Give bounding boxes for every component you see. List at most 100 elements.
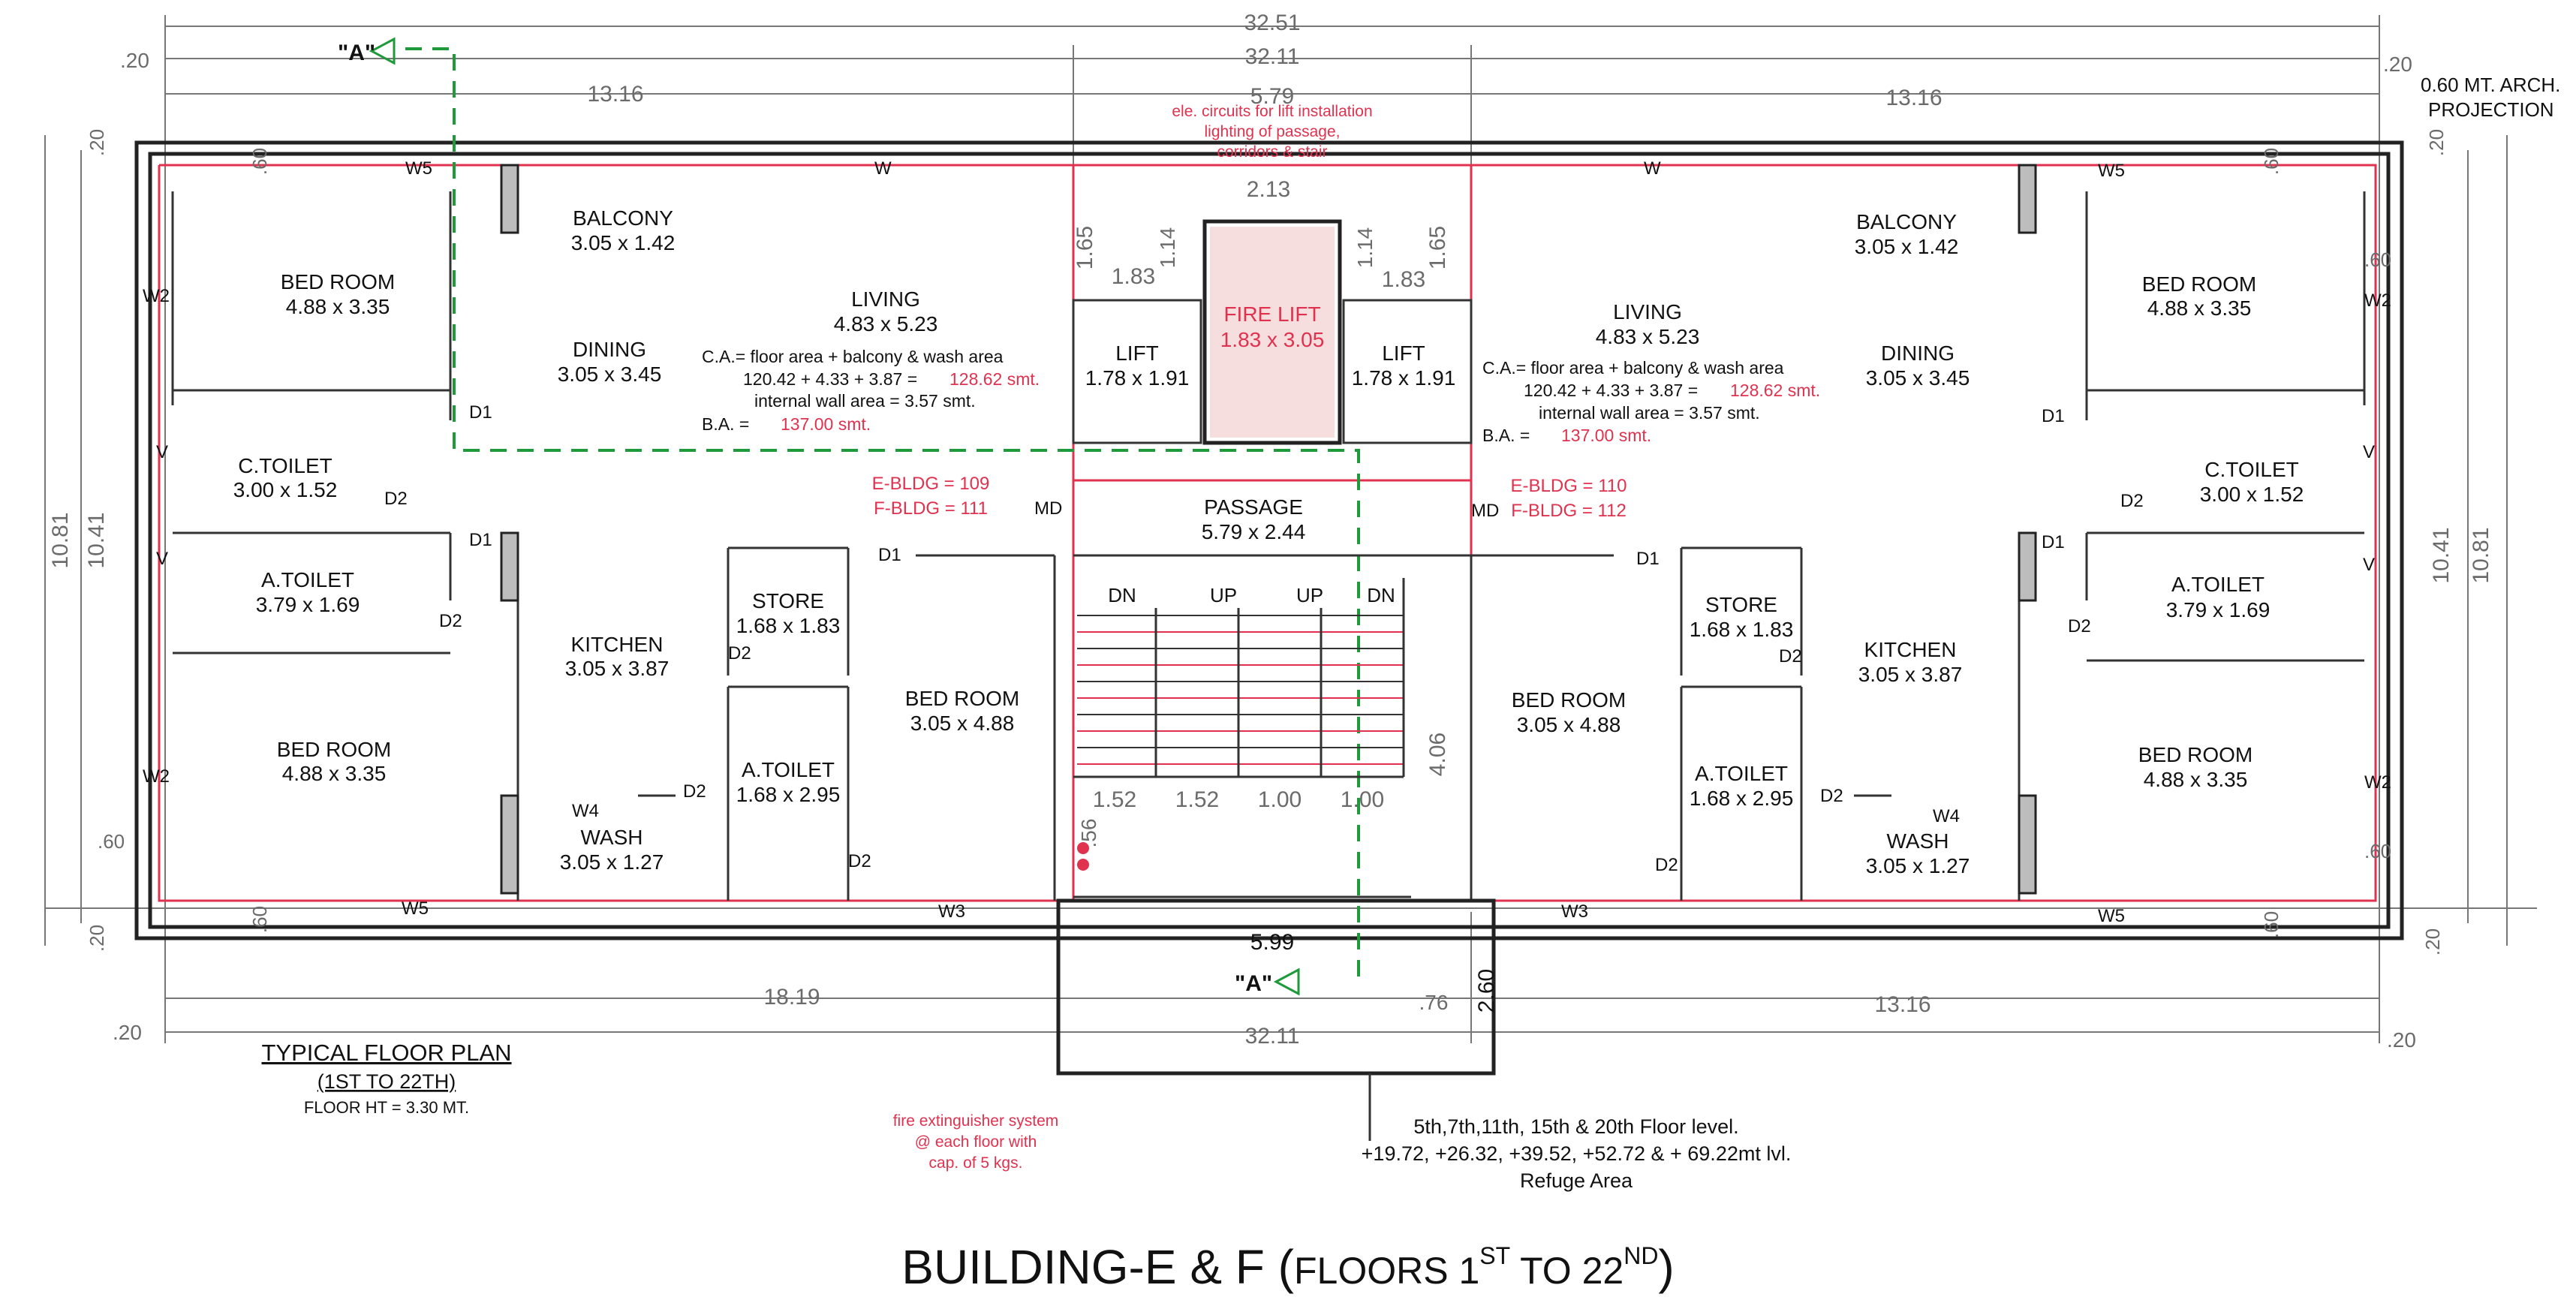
dim-right-outer-height: 10.81 <box>2469 527 2493 583</box>
vent-tag: V <box>2363 442 2375 462</box>
room-kitchen: KITCHEN <box>1864 638 1957 661</box>
core-labels: LIFT 1.78 x 1.91 LIFT 1.78 x 1.91 FIRE L… <box>1085 302 1456 606</box>
room-size: 4.88 x 3.35 <box>2147 296 2252 320</box>
dim-wall-60: .60 <box>2364 840 2391 862</box>
refuge-note-line1: 5th,7th,11th, 15th & 20th Floor level. <box>1413 1115 1738 1138</box>
section-label-top: "A" <box>338 41 375 65</box>
window-tag: W4 <box>1933 806 1960 826</box>
core-note-line1: ele. circuits for lift installation <box>1172 103 1372 120</box>
window-tag: W4 <box>572 801 599 821</box>
caption-superscript: ST <box>1479 1242 1510 1269</box>
column <box>500 531 519 602</box>
room-size: 3.05 x 4.88 <box>910 712 1015 735</box>
carpet-area-formula: C.A.= floor area + balcony & wash area <box>1482 358 1784 378</box>
dim-wall-60: .60 <box>2364 248 2391 271</box>
refuge-note-line3: Refuge Area <box>1520 1169 1633 1192</box>
dim-left-bottom-edge: .20 <box>86 925 108 952</box>
room-size: 1.78 x 1.91 <box>1352 366 1456 390</box>
dim-wall-60: .60 <box>2260 911 2283 938</box>
carpet-area-values: 120.42 + 4.33 + 3.87 = <box>743 369 917 389</box>
building-outline <box>134 140 2404 940</box>
opening-tags: W5 W W W5 W2 W2 W2 W2 V V V V D1 D1 D1 D… <box>143 158 2391 926</box>
room-bedroom: BED ROOM <box>2142 272 2256 296</box>
window-tag: W5 <box>402 898 429 919</box>
window-tag: W5 <box>2098 906 2125 926</box>
room-bedroom: BED ROOM <box>281 270 395 293</box>
dim-stair-depth: 4.06 <box>1425 733 1450 776</box>
section-label-bottom: "A" <box>1235 971 1272 996</box>
dim-wall-60: .60 <box>248 148 271 175</box>
door-tag: D2 <box>2068 616 2091 636</box>
dim-left-inner-height: 10.41 <box>84 512 109 568</box>
dim-right-inner-height: 10.41 <box>2429 527 2454 583</box>
room-size: 3.05 x 1.27 <box>560 850 664 874</box>
dim-stair-4: 1.00 <box>1341 787 1384 812</box>
room-balcony: BALCONY <box>1856 210 1957 233</box>
dim-wall-60: .60 <box>98 830 125 853</box>
room-size: 3.00 x 1.52 <box>2200 483 2304 506</box>
door-tag: D2 <box>1820 786 1843 806</box>
carpet-area-values: 120.42 + 4.33 + 3.87 = <box>1524 381 1698 400</box>
fire-note-line2: @ each floor with <box>915 1133 1037 1151</box>
room-size: 3.05 x 3.45 <box>1866 366 1970 390</box>
room-size: 4.88 x 3.35 <box>286 295 390 318</box>
core-note-line2: lighting of passage, <box>1205 123 1341 140</box>
room-a-toilet: A.TOILET <box>1695 762 1788 785</box>
caption-floors: FLOORS 1 <box>1294 1250 1479 1292</box>
dim-wall-60: .60 <box>248 906 271 933</box>
dim-refuge-depth: 2.60 <box>1474 969 1499 1013</box>
vent-tag: V <box>2363 555 2375 575</box>
vent-tag: V <box>156 442 168 462</box>
unit-number-e: E-BLDG = 109 <box>872 474 990 494</box>
internal-wall-area: internal wall area = 3.57 smt. <box>1539 403 1760 423</box>
room-store: STORE <box>1705 593 1777 616</box>
dim-right-bottom-span: 13.16 <box>1874 992 1930 1017</box>
window-tag: W2 <box>143 286 170 306</box>
core-note-line3: corridors & stair <box>1217 143 1327 161</box>
door-tag: D2 <box>848 851 871 871</box>
room-wash: WASH <box>581 826 643 849</box>
dim-bottom-inner: 32.11 <box>1245 1024 1300 1049</box>
column <box>500 794 519 895</box>
room-size: 1.68 x 2.95 <box>736 783 841 806</box>
dim-passage-width: 5.99 <box>1250 930 1294 955</box>
door-tag: D2 <box>439 611 462 631</box>
door-tag: D1 <box>1636 549 1660 569</box>
door-tag: D2 <box>1655 855 1678 875</box>
room-size: 4.83 x 5.23 <box>1596 325 1700 348</box>
room-size: 4.88 x 3.35 <box>2144 768 2248 791</box>
plan-title: TYPICAL FLOOR PLAN <box>261 1040 511 1066</box>
unit-number-f: F-BLDG = 112 <box>1511 501 1627 521</box>
room-size: 3.00 x 1.52 <box>233 478 338 501</box>
stair-down-label: DN <box>1367 584 1395 606</box>
door-tag: D2 <box>384 489 408 509</box>
window-tag: W3 <box>938 901 965 922</box>
window-tag: W3 <box>1561 901 1588 922</box>
room-size: 1.68 x 2.95 <box>1690 787 1794 810</box>
dim-core-width: 5.79 <box>1250 84 1294 109</box>
room-dining: DINING <box>1881 342 1955 365</box>
dimension-lines <box>44 15 2537 1043</box>
room-size: 1.68 x 1.83 <box>736 614 841 637</box>
room-size: 5.79 x 2.44 <box>1202 520 1306 543</box>
dim-wall-60: .60 <box>2260 148 2283 175</box>
stair-up-label: UP <box>1210 584 1237 606</box>
door-tag: MD <box>1471 501 1499 521</box>
built-area-value: 137.00 smt. <box>1561 426 1651 445</box>
room-size: 3.05 x 1.42 <box>1855 235 1959 258</box>
room-size: 4.83 x 5.23 <box>834 312 938 336</box>
door-tag: D2 <box>728 643 751 664</box>
carpet-area-total: 128.62 smt. <box>1730 381 1820 400</box>
window-tag: W5 <box>2098 161 2125 181</box>
room-lift: LIFT <box>1382 342 1425 365</box>
dim-top-left-offset: .20 <box>120 49 149 72</box>
dim-lift-right-h: 1.14 <box>1353 227 1377 269</box>
core-walls <box>1056 219 1496 1141</box>
dim-small-offset: .76 <box>1419 991 1449 1014</box>
dim-right-wing: 13.16 <box>1885 86 1942 110</box>
room-wash: WASH <box>1887 829 1949 853</box>
room-balcony: BALCONY <box>573 206 673 230</box>
room-size: 3.05 x 3.87 <box>1858 663 1963 686</box>
dim-top-right-offset: .20 <box>2383 53 2412 76</box>
dim-stair-1: 1.52 <box>1093 787 1136 812</box>
